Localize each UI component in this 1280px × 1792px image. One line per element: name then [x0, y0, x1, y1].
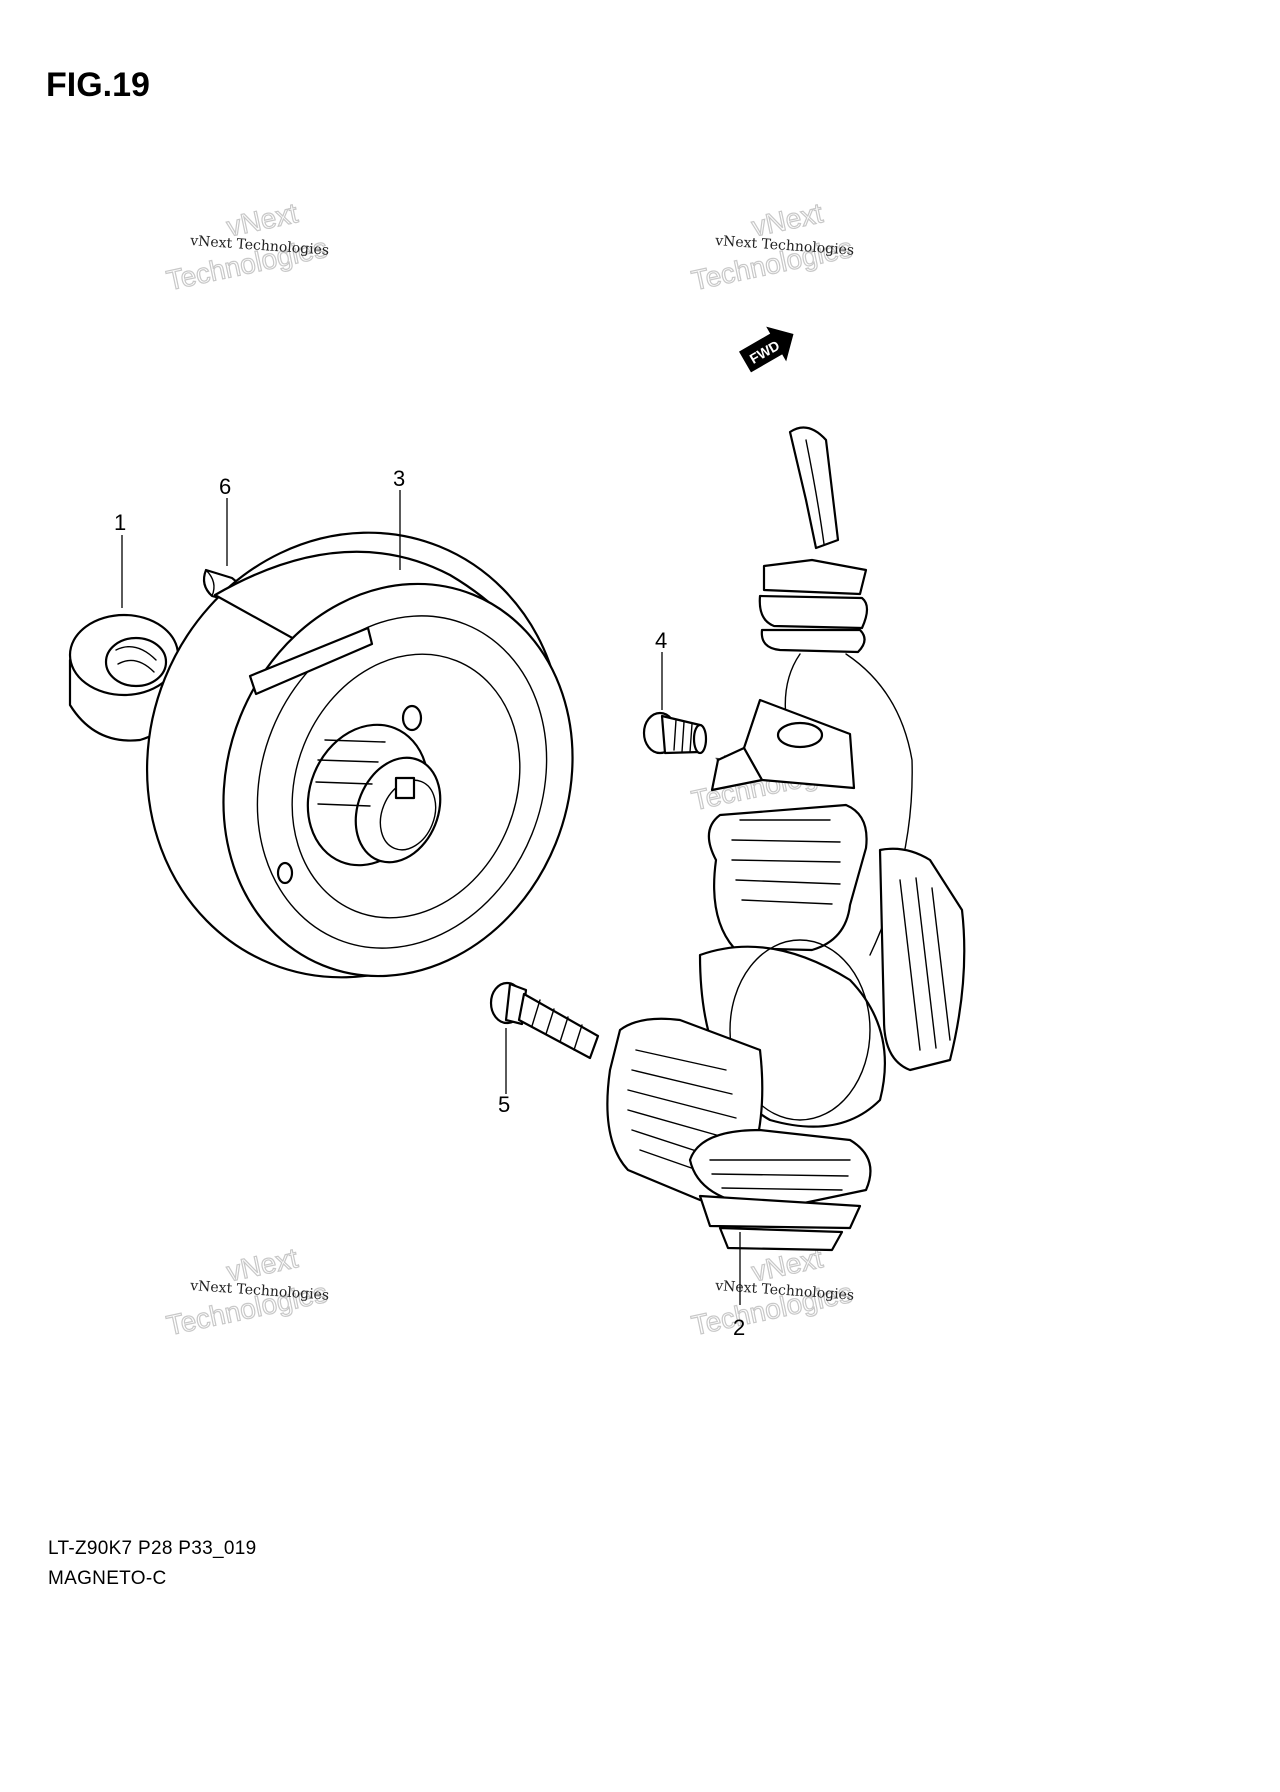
part-stator-assembly — [606, 426, 966, 1252]
callout-4: 4 — [655, 628, 667, 653]
part-pickup-screw — [642, 711, 708, 755]
callout-2: 2 — [733, 1315, 745, 1340]
part-flywheel-rotor — [145, 531, 574, 979]
fwd-direction-badge: FWD — [739, 326, 794, 373]
callout-5: 5 — [498, 1092, 510, 1117]
figure-title: FIG.19 — [46, 66, 150, 104]
footer-model-code: LT-Z90K7 P28 P33_019 — [48, 1538, 257, 1559]
callout-6: 6 — [219, 474, 231, 499]
part-stator-bolt — [489, 981, 600, 1060]
leader-lines — [121, 490, 741, 1305]
callout-group: 1 2 3 4 5 6 — [114, 466, 745, 1340]
footer-section-name: MAGNETO-C — [48, 1568, 167, 1589]
part-nut — [68, 613, 180, 742]
callout-1: 1 — [114, 510, 126, 535]
callout-3: 3 — [393, 466, 405, 491]
